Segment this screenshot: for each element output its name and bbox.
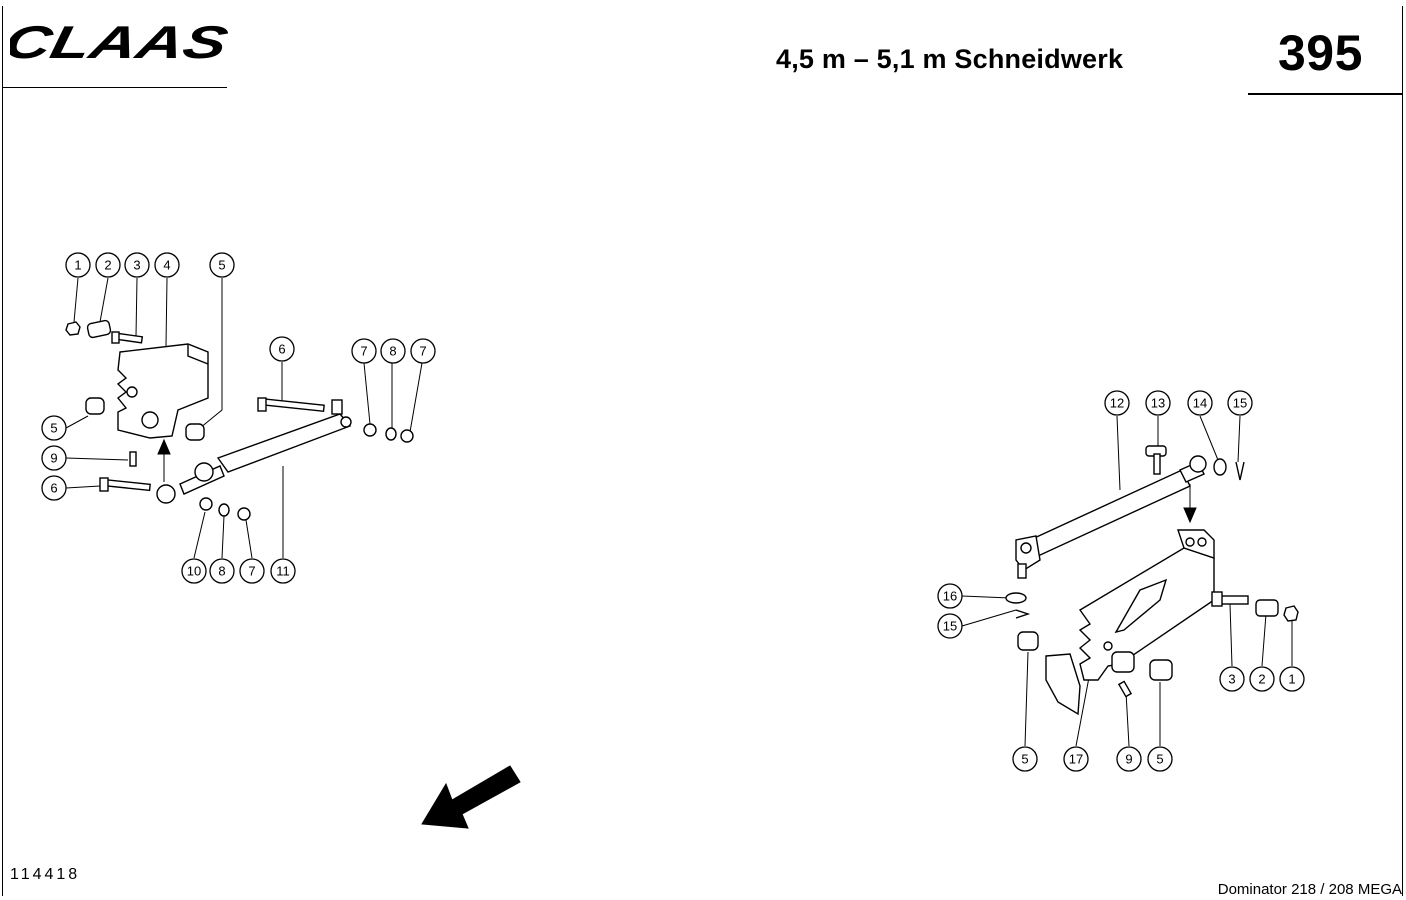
svg-text:17: 17 (1069, 752, 1083, 767)
callout-12-right: 12 (1104, 390, 1130, 416)
svg-text:8: 8 (389, 344, 396, 359)
bolt-part-3-right (1219, 595, 1249, 605)
bushing-part-2-left (86, 319, 112, 339)
svg-text:13: 13 (1151, 396, 1165, 411)
svg-text:4: 4 (163, 258, 170, 273)
callout-5-right-a: 5 (1012, 746, 1038, 772)
svg-text:7: 7 (360, 344, 367, 359)
svg-text:12: 12 (1110, 396, 1124, 411)
svg-text:16: 16 (943, 589, 957, 604)
claas-logo: CLAAS (10, 18, 232, 64)
header-rule-right (1248, 93, 1403, 95)
svg-text:5: 5 (218, 258, 225, 273)
document-number: 114418 (10, 866, 81, 883)
callout-13-right: 13 (1145, 390, 1171, 416)
svg-text:3: 3 (133, 258, 140, 273)
callout-1-left: 1 (65, 252, 91, 278)
callout-5-left-top: 5 (209, 252, 235, 278)
svg-text:2: 2 (1258, 672, 1265, 687)
callout-9-right: 9 (1116, 746, 1142, 772)
callout-15-right-top: 15 (1227, 390, 1253, 416)
pin-part-9-left (129, 451, 137, 467)
bushing-part-5-right-b (1111, 651, 1135, 673)
callout-6-left-side: 6 (41, 475, 67, 501)
washer-part-16-right (1005, 592, 1027, 604)
svg-text:10: 10 (187, 564, 201, 579)
svg-text:5: 5 (1021, 752, 1028, 767)
callout-14-right: 14 (1187, 390, 1213, 416)
pin-part-9-right (1117, 680, 1133, 698)
washer-part-8-left-a (385, 427, 397, 441)
callout-15-right-side: 15 (937, 613, 963, 639)
svg-text:2: 2 (104, 258, 111, 273)
direction-arrow-icon (421, 765, 521, 829)
hydraulic-cylinder-part-12-right (1015, 455, 1207, 579)
callout-7-left-top-b: 7 (410, 338, 436, 364)
callout-7-left-top-a: 7 (351, 338, 377, 364)
clip-part-15-right-b (1015, 609, 1031, 619)
svg-text:15: 15 (1233, 396, 1247, 411)
callout-11-left: 11 (270, 558, 296, 584)
svg-text:11: 11 (276, 564, 290, 579)
callout-5-left-side: 5 (41, 415, 67, 441)
bolt-part-6-left-b (261, 398, 325, 412)
washer-part-14-right (1213, 458, 1227, 476)
svg-text:6: 6 (50, 481, 57, 496)
washer-part-8-left-b (218, 503, 230, 517)
callout-5-right-b: 5 (1147, 746, 1173, 772)
nut-part-7-left-b (400, 429, 414, 443)
clip-part-15-right-a (1235, 461, 1245, 481)
callout-17-right: 17 (1063, 746, 1089, 772)
bushing-part-5-right-c (1149, 659, 1173, 681)
svg-text:9: 9 (1125, 752, 1132, 767)
callout-7-left-bottom: 7 (239, 558, 265, 584)
callout-1-right: 1 (1279, 666, 1305, 692)
callout-2-right: 2 (1249, 666, 1275, 692)
brand-wordmark: CLAAS (10, 18, 232, 64)
svg-text:8: 8 (218, 564, 225, 579)
callout-2-left: 2 (95, 252, 121, 278)
nut-part-1-right (1283, 605, 1299, 622)
bolt-part-6-left-a (103, 478, 151, 492)
svg-text:1: 1 (1288, 672, 1295, 687)
callout-16-right: 16 (937, 583, 963, 609)
bushing-part-5-left-b (185, 423, 205, 441)
callout-8-left-bottom: 8 (209, 558, 235, 584)
page-frame (2, 6, 1403, 896)
svg-text:15: 15 (943, 619, 957, 634)
nut-part-7-left-c (237, 507, 251, 521)
callout-4-left: 4 (154, 252, 180, 278)
svg-text:3: 3 (1228, 672, 1235, 687)
left-assembly (65, 277, 423, 559)
page-title: 4,5 m – 5,1 m Schneidwerk (776, 44, 1124, 74)
svg-text:6: 6 (278, 342, 285, 357)
bracket-part-17-right (1045, 529, 1215, 716)
washer-part-10-left (199, 497, 213, 511)
bracket-part-4-left (116, 343, 209, 439)
callout-3-left: 3 (124, 252, 150, 278)
svg-text:5: 5 (1156, 752, 1163, 767)
nut-part-1-left (65, 321, 81, 336)
nut-part-7-left-a (363, 423, 377, 437)
callout-10-left: 10 (181, 558, 207, 584)
callout-6-left-top: 6 (269, 336, 295, 362)
svg-text:1: 1 (74, 258, 81, 273)
bushing-part-5-left-a (85, 397, 105, 415)
model-name: Dominator 218 / 208 MEGA (1217, 881, 1402, 898)
svg-text:9: 9 (50, 451, 57, 466)
callout-8-left-top: 8 (380, 338, 406, 364)
svg-text:7: 7 (419, 344, 426, 359)
svg-text:14: 14 (1193, 396, 1207, 411)
callout-3-right: 3 (1219, 666, 1245, 692)
hydraulic-cylinder-part-11-left (156, 399, 352, 504)
right-assembly (961, 415, 1299, 747)
svg-text:5: 5 (50, 421, 57, 436)
bushing-part-5-right-a (1017, 631, 1039, 651)
header-rule-left (2, 87, 227, 88)
bushing-part-2-right (1255, 599, 1279, 617)
callout-9-left: 9 (41, 445, 67, 471)
page-number: 395 (1278, 25, 1363, 81)
svg-text:7: 7 (248, 564, 255, 579)
